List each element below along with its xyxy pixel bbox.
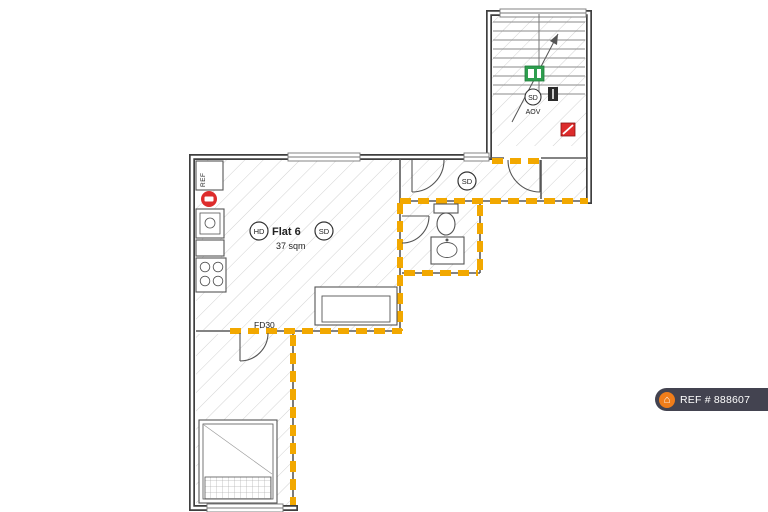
hob-ring xyxy=(212,275,224,287)
bathroom-fixtures xyxy=(430,203,465,265)
heat-detector-label: HD xyxy=(254,227,265,236)
hob-ring xyxy=(199,261,211,273)
bedroom-window xyxy=(206,503,284,512)
toilet-bowl xyxy=(436,212,456,236)
hall-window xyxy=(463,152,490,162)
plan-labels: HD Flat 6 SD 37 sqm SD FD30 SD AOV xyxy=(249,88,542,330)
fridge-label: REF xyxy=(200,173,207,188)
hall-smoke-detector-icon xyxy=(457,171,477,191)
sink-drain xyxy=(204,217,216,229)
exit-sign-glyph xyxy=(537,69,541,78)
kitchen: REF xyxy=(195,160,227,293)
bed-pillow xyxy=(204,476,272,500)
red-riser-glyph xyxy=(562,124,574,135)
smoke-detector-label: SD xyxy=(319,227,330,236)
stair-vent-label: AOV xyxy=(526,109,541,116)
windows xyxy=(206,8,587,512)
ref-number-label: REF # 888607 xyxy=(680,393,751,406)
heat-detector-icon xyxy=(249,221,269,241)
living-room-window xyxy=(287,152,361,162)
fire-door-rating-label: FD30 xyxy=(254,320,275,330)
ref-watermark-badge: ⌂ REF # 888607 xyxy=(655,388,768,411)
fridge xyxy=(195,160,224,191)
alarm-point-glyph xyxy=(204,196,214,202)
exit-sign-icon xyxy=(524,65,545,82)
washbasin-bowl xyxy=(436,242,458,258)
stairwell-window xyxy=(499,8,587,18)
hob-ring xyxy=(199,275,211,287)
toilet-cistern xyxy=(433,203,459,214)
bed xyxy=(198,419,278,504)
flat-area-label: 37 sqm xyxy=(276,241,306,251)
flat-name-label: Flat 6 xyxy=(272,226,301,238)
house-icon: ⌂ xyxy=(659,391,675,408)
exit-sign-glyph xyxy=(528,69,534,78)
hall-floor xyxy=(402,160,586,200)
duvet-fold-line xyxy=(203,424,273,475)
bedroom-fire-door xyxy=(239,332,269,362)
stair-arrowhead xyxy=(550,34,558,45)
kitchen-counter xyxy=(195,239,225,257)
hob-ring xyxy=(212,261,224,273)
stair-smoke-detector-icon xyxy=(524,88,542,106)
doors xyxy=(239,159,541,362)
stairwell-icons xyxy=(524,65,576,137)
hall-door-left xyxy=(411,159,445,193)
stair-smoke-detector-label: SD xyxy=(528,95,538,102)
washbasin-tap xyxy=(445,238,449,242)
stair-lobby-door xyxy=(507,159,541,193)
sofa xyxy=(314,286,398,326)
fire-boundary-dashed-line xyxy=(230,158,588,505)
smoke-detector-icon xyxy=(314,221,334,241)
hall-smoke-detector-label: SD xyxy=(462,177,473,186)
bathroom-door xyxy=(401,215,430,244)
